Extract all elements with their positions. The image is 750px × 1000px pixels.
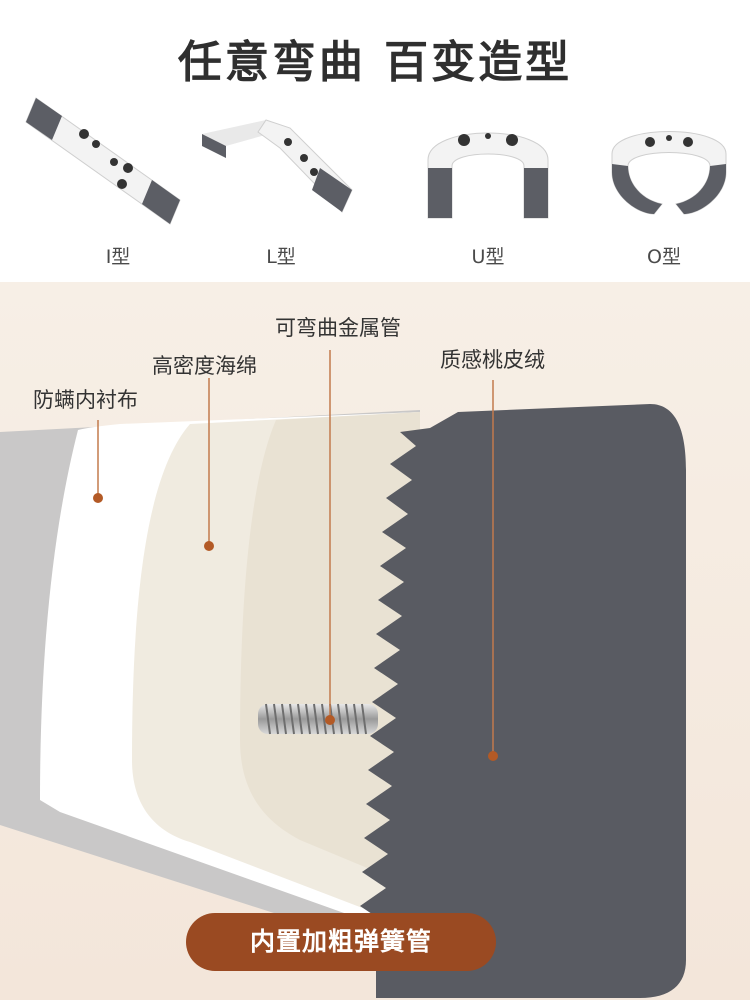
foam-label: 高密度海绵 bbox=[152, 354, 257, 378]
lining-label: 防螨内衬布 bbox=[33, 388, 138, 412]
shape-label-o: O型 bbox=[647, 246, 681, 268]
velvet-label: 质感桃皮绒 bbox=[440, 348, 545, 372]
u-shape-pillow-icon bbox=[427, 132, 549, 219]
spring-tube-badge: 内置加粗弹簧管 bbox=[186, 913, 496, 971]
shape-label-u: U型 bbox=[471, 246, 505, 268]
shape-label-l: L型 bbox=[266, 246, 296, 268]
layers-section bbox=[0, 282, 750, 1000]
o-shape-pillow-icon bbox=[611, 131, 727, 215]
metal-tube-label: 可弯曲金属管 bbox=[275, 316, 401, 340]
i-shape-pillow-icon bbox=[25, 97, 181, 225]
velvet-cover bbox=[358, 404, 686, 998]
pillow-cross-section bbox=[0, 282, 750, 1000]
headline: 任意弯曲 百变造型 bbox=[177, 37, 573, 88]
shape-label-i: I型 bbox=[105, 246, 131, 268]
shapes-section: 任意弯曲 百变造型 I型 L型 U型 bbox=[0, 0, 750, 282]
l-shape-pillow-icon bbox=[202, 119, 353, 213]
spring-tube bbox=[258, 703, 378, 735]
